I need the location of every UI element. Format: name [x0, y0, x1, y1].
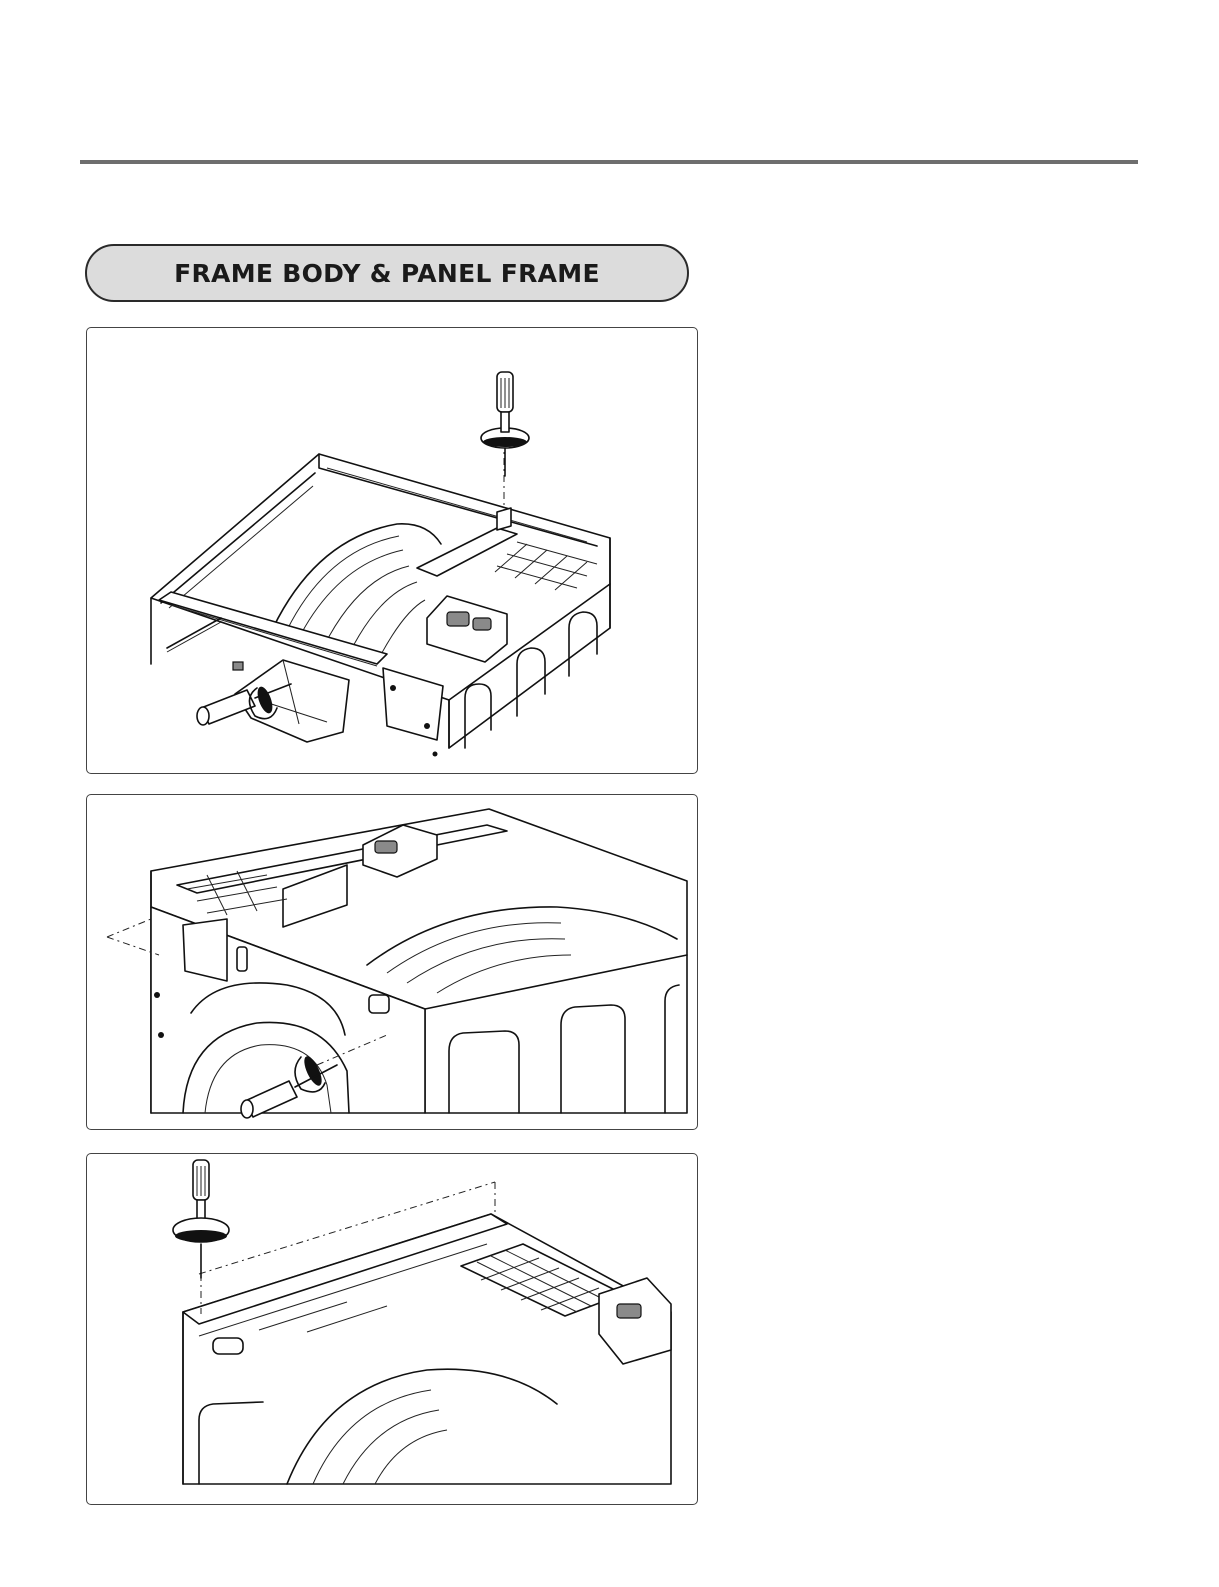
dryer-front-frame-screw-icon [87, 795, 698, 1130]
figure-panel-1 [86, 327, 698, 774]
figure-panel-3 [86, 1153, 698, 1505]
screwdriver-icon [173, 1160, 229, 1278]
figure-panel-2 [86, 794, 698, 1130]
section-title-pill: FRAME BODY & PANEL FRAME [85, 244, 689, 302]
screwdriver-top-icon [481, 372, 529, 476]
dryer-top-frame-removal-icon [87, 328, 698, 774]
section-title: FRAME BODY & PANEL FRAME [174, 259, 600, 288]
dryer-rear-frame-screw-icon [87, 1154, 698, 1505]
header-rule [80, 160, 1138, 164]
